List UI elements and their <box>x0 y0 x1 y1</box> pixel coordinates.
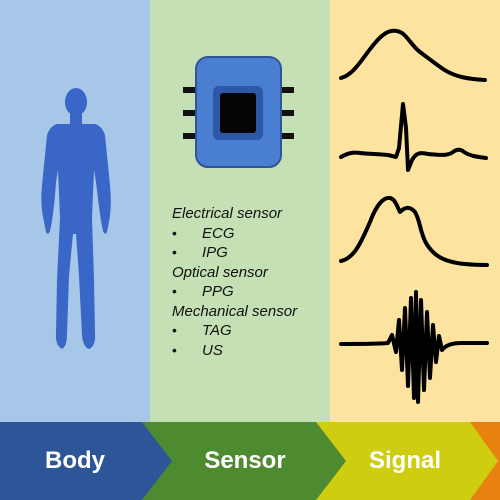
electrical-sensor-heading: Electrical sensor <box>172 205 283 222</box>
mechanical-sensor-heading: Mechanical sensor <box>172 302 298 320</box>
list-item-ecg: • ECG <box>172 224 330 244</box>
bullet: • <box>172 341 177 358</box>
bullet: • <box>172 322 177 338</box>
microchip-icon <box>183 56 294 168</box>
sensor-label: Sensor <box>204 447 286 474</box>
ppg-waveform <box>339 195 489 267</box>
optical-sensor-heading: Optical sensor <box>172 263 268 281</box>
bullet: • <box>172 244 177 260</box>
bullet: • <box>172 283 177 299</box>
ultrasound-waveform <box>339 290 489 404</box>
body-label: Body <box>45 447 105 474</box>
list-item-label: ECG <box>202 224 235 242</box>
list-item-label: US <box>202 341 223 359</box>
ecg-waveform <box>339 102 488 172</box>
list-item-us: • US <box>172 341 330 361</box>
list-item-label: TAG <box>202 322 232 339</box>
list-item-label: IPG <box>202 244 228 261</box>
list-item-ppg: • PPG <box>172 282 330 302</box>
list-item-tag: • TAG <box>172 321 330 341</box>
human-body-icon <box>41 88 111 349</box>
signal-waveforms <box>339 28 489 404</box>
bullet: • <box>172 224 177 241</box>
ipg-waveform <box>339 28 487 82</box>
flow-banner <box>0 422 500 500</box>
list-item-label: PPG <box>202 283 234 300</box>
list-item-ipg: • IPG <box>172 243 330 263</box>
sensor-types-list: Electrical sensor • ECG • IPG Optical se… <box>172 204 330 360</box>
signal-label: Signal <box>368 447 441 474</box>
